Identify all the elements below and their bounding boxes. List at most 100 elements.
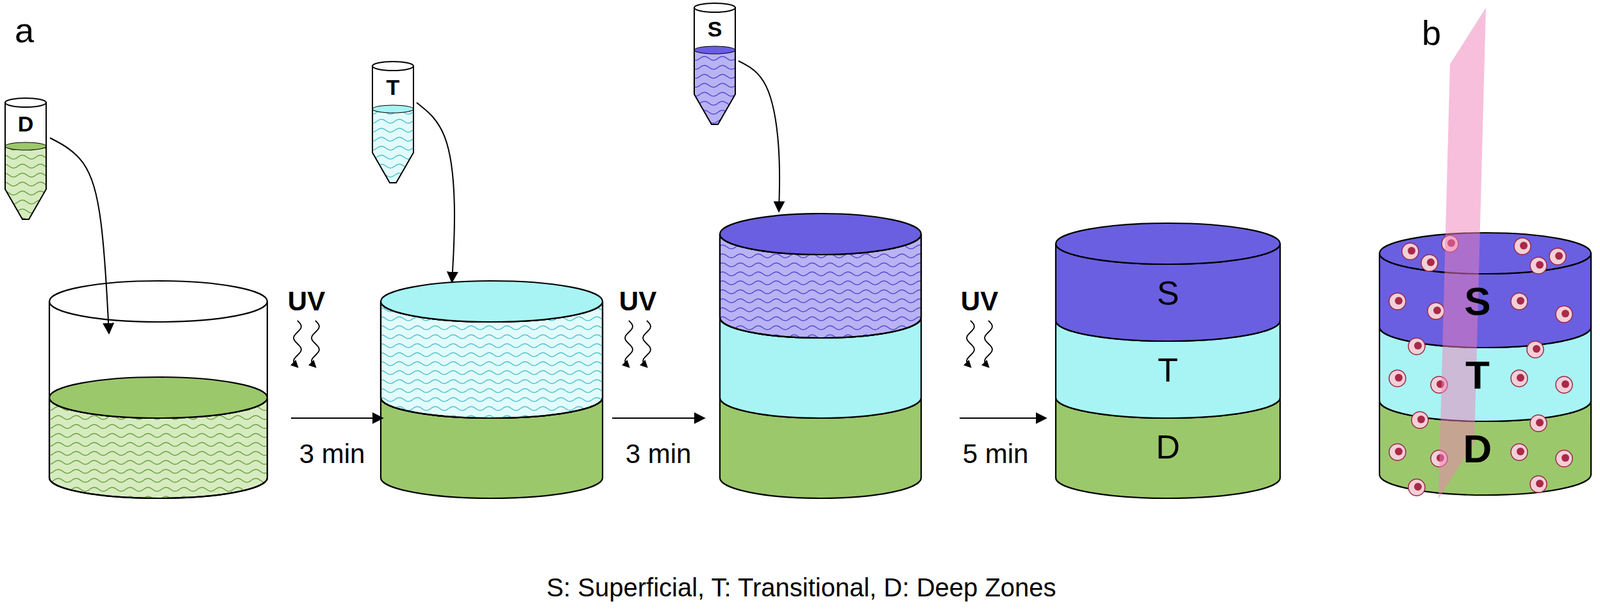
cell-nucleus (1519, 241, 1528, 250)
cell (1411, 411, 1429, 429)
uv-light-wave (984, 320, 993, 367)
cell-nucleus (1414, 341, 1422, 350)
section-plane (1438, 7, 1486, 499)
zone-letter: S (1157, 275, 1180, 312)
pour-arrow (416, 102, 455, 283)
panel-letter: b (1421, 14, 1442, 52)
cell (1389, 369, 1406, 387)
layer-top (1379, 232, 1592, 274)
tube-outline (694, 7, 736, 125)
tube-rim (5, 98, 47, 108)
cell-nucleus (1394, 296, 1403, 305)
cell-nucleus (1516, 447, 1525, 456)
liquid-texture (3, 146, 48, 225)
cell (1401, 242, 1419, 260)
tube-liquid (371, 108, 415, 188)
cell-nucleus (1394, 447, 1403, 456)
cell (1389, 292, 1406, 310)
cell (1510, 292, 1528, 310)
mould-wall (48, 301, 50, 398)
cell (1555, 450, 1573, 467)
tube-outline (5, 102, 47, 220)
cell-nucleus (1414, 482, 1422, 491)
liquid-surface (694, 46, 736, 54)
tube-outline (372, 66, 414, 183)
pour-arrow (50, 137, 109, 334)
liquid-surface (372, 105, 414, 113)
cell (1530, 257, 1547, 274)
cell (1526, 341, 1544, 358)
cell-nucleus (1561, 380, 1570, 388)
cell-nucleus (1535, 418, 1544, 427)
tube-rim (694, 3, 736, 13)
cell-nucleus (1516, 296, 1525, 305)
mould-cylinder (49, 280, 268, 499)
layer-top (1055, 223, 1281, 265)
cell (1408, 337, 1425, 355)
mould-wall (266, 301, 268, 398)
layer-top (49, 376, 268, 418)
liquid-surface (5, 142, 47, 150)
zone-band: S (1435, 269, 1520, 334)
uv-light-wave (625, 320, 633, 367)
uv-label: UV (619, 286, 657, 317)
layer-top (380, 280, 603, 322)
cell-nucleus (1394, 373, 1403, 382)
cell-nucleus (1532, 344, 1541, 353)
liquid-texture (371, 108, 415, 188)
cell (1549, 248, 1567, 265)
zone-letter: S (1464, 279, 1491, 324)
time-label: 3 min (299, 439, 366, 469)
zone-band: T (1110, 336, 1226, 404)
cell-nucleus (1561, 309, 1570, 318)
zone-band: D (1110, 413, 1226, 481)
cell (1530, 414, 1547, 432)
tube-label: S (694, 12, 736, 47)
uv-light-wave (642, 320, 651, 367)
figure-caption: S: Superficial, T: Transitional, D: Deep… (546, 573, 1056, 602)
tube-liquid (3, 146, 48, 225)
layered-construct-cells (1379, 7, 1592, 499)
mould-cylinder (380, 280, 603, 499)
pipette-tube (371, 61, 415, 188)
cell (1408, 478, 1425, 496)
process-arrow (959, 417, 1047, 419)
process-arrow (291, 417, 383, 419)
uv-label: UV (287, 286, 325, 317)
cell (1510, 443, 1528, 461)
cell-nucleus (1407, 246, 1416, 255)
zone-band: S (1110, 259, 1226, 327)
mould-rim (49, 280, 268, 322)
layered-construct (1055, 223, 1281, 499)
process-illustration (3, 3, 1592, 499)
cell-nucleus (1417, 415, 1425, 424)
mould-cylinder (719, 213, 922, 499)
zone-letter: D (17, 112, 34, 136)
pipette-tube (692, 3, 737, 130)
pour-arrow (738, 60, 780, 212)
cell (1555, 305, 1573, 323)
cell (1514, 237, 1531, 255)
zone-letter: S (707, 17, 723, 42)
zone-letter: T (386, 75, 400, 100)
process-arrow (612, 417, 705, 419)
panel-letter: a (14, 11, 34, 50)
cell (1421, 254, 1438, 272)
liquid-texture (692, 50, 737, 130)
cell-nucleus (1555, 251, 1563, 260)
tube-rim (372, 61, 414, 71)
zone-letter: T (1157, 351, 1179, 389)
zone-band: D (1435, 416, 1520, 481)
cell (1427, 302, 1445, 320)
time-label: 5 min (962, 439, 1029, 469)
tube-label: D (5, 107, 47, 142)
cell-nucleus (1561, 453, 1570, 462)
cell-nucleus (1516, 373, 1525, 382)
uv-light-wave (966, 320, 975, 367)
cell-nucleus (1535, 479, 1544, 488)
cell-nucleus (1426, 258, 1435, 267)
cell-nucleus (1535, 260, 1544, 269)
cell (1530, 475, 1547, 493)
